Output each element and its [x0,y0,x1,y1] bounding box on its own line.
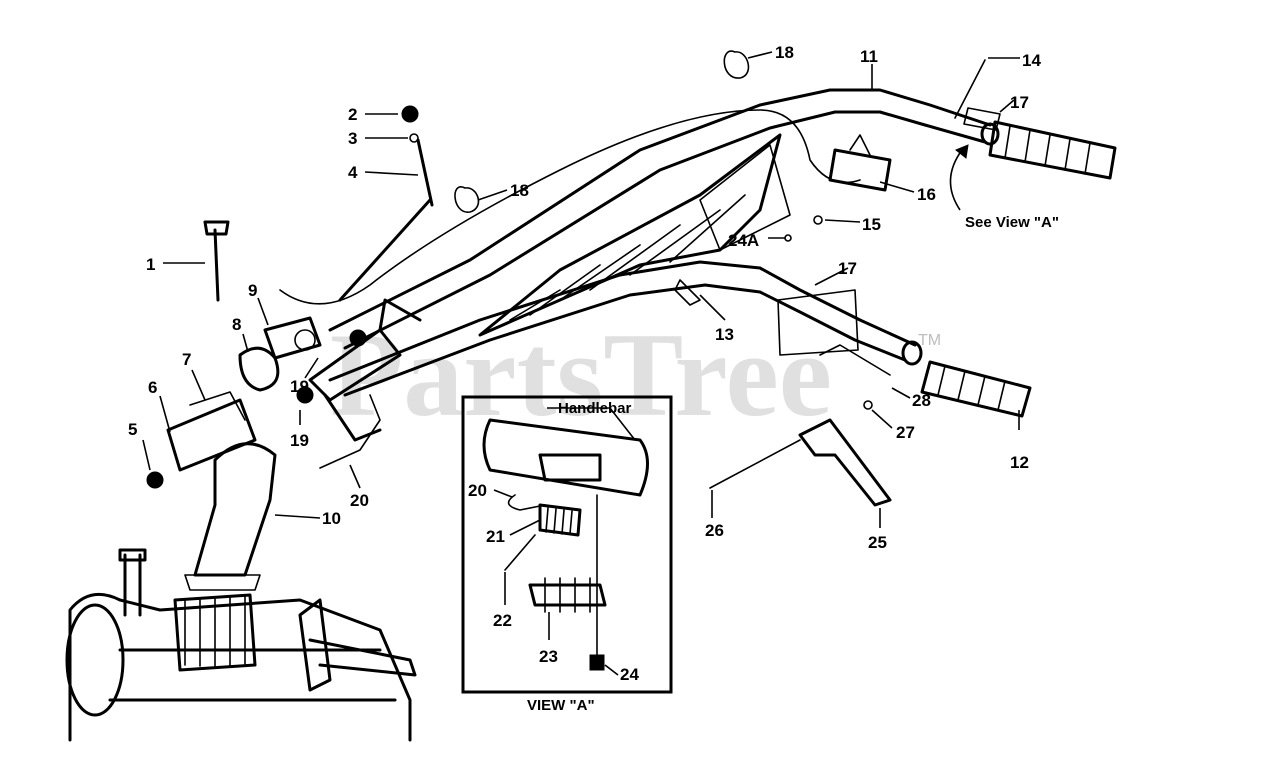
view-callout-22: 22 [493,611,512,630]
callout-3: 3 [348,129,357,148]
callout-27: 27 [896,423,915,442]
callout-6: 6 [148,378,157,397]
callout-17-upper: 17 [1010,93,1029,112]
clamp-parts [146,220,322,591]
watermark-trademark: TM [918,332,941,349]
callout-16: 16 [917,185,936,204]
view-callout-21: 21 [486,527,505,546]
view-a-caption: VIEW "A" [527,697,595,714]
callout-17-lower: 17 [838,259,857,278]
callout-5: 5 [128,420,137,439]
view-callout-23: 23 [539,647,558,666]
callout-13: 13 [715,325,734,344]
view-a-inset [461,395,673,694]
callout-28: 28 [912,391,931,410]
callout-19-lower: 19 [290,431,309,450]
view-callout-24: 24 [620,665,639,684]
callout-14: 14 [1022,51,1041,70]
callout-1: 1 [146,255,155,274]
callout-labels: 1 2 3 4 5 6 7 8 9 10 11 12 13 14 15 16 1… [128,43,1041,684]
control-lever-assembly [709,344,892,507]
callout-8: 8 [232,315,241,334]
callout-24a: 24A [728,231,759,250]
callout-9: 9 [248,281,257,300]
callout-26: 26 [705,521,724,540]
watermark-text: PartsTree [330,308,832,441]
see-view-a-label: See View "A" [965,214,1059,231]
transmission-assembly [65,548,417,742]
callout-18-lower: 18 [510,181,529,200]
callout-20: 20 [350,491,369,510]
callout-2: 2 [348,105,357,124]
callout-10: 10 [322,509,341,528]
handlebar-assembly [279,50,1117,469]
callout-25: 25 [868,533,887,552]
callout-12: 12 [1010,453,1029,472]
callout-7: 7 [182,350,191,369]
callout-18-upper: 18 [775,43,794,62]
handlebar-label: Handlebar [558,400,632,417]
callout-19-upper: 19 [290,377,309,396]
leader-lines [142,51,1020,676]
callout-4: 4 [348,163,358,182]
view-callout-20: 20 [468,481,487,500]
callout-15: 15 [862,215,881,234]
callout-11: 11 [860,47,878,66]
